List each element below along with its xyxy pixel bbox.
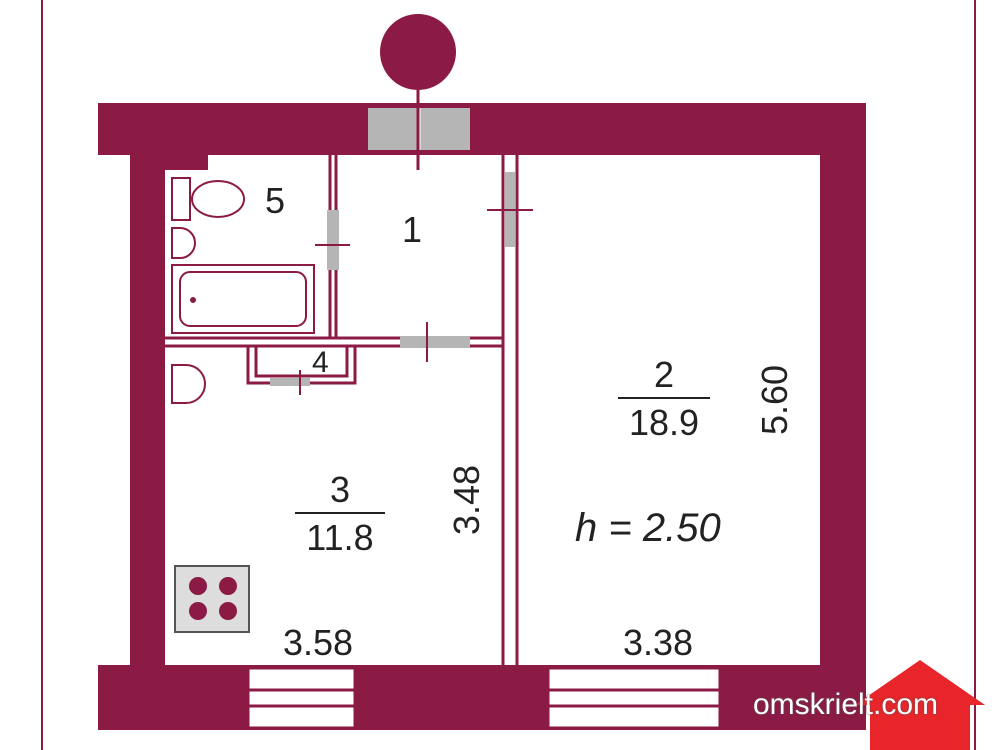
ceiling-height: h = 2.50 bbox=[575, 506, 721, 550]
exterior-walls bbox=[98, 103, 866, 730]
brand-logo-icon bbox=[855, 660, 985, 750]
room-2-label: 2 18.9 bbox=[618, 357, 710, 441]
dimension-room3-width: 3.58 bbox=[283, 622, 354, 663]
stove-icon bbox=[174, 565, 250, 633]
dimension-room3-length: 3.48 bbox=[446, 464, 488, 536]
sink-icon bbox=[171, 227, 196, 259]
dimension-room2-width: 3.38 bbox=[623, 622, 694, 663]
door-marks bbox=[299, 209, 533, 395]
room-1-label: 1 bbox=[402, 209, 423, 250]
room-3-area: 11.8 bbox=[306, 517, 374, 558]
bottom-windows bbox=[246, 666, 722, 730]
brand-watermark: omskrielt.com bbox=[753, 688, 939, 721]
riser-symbol bbox=[380, 14, 456, 170]
room-5-label: 5 bbox=[265, 180, 286, 221]
room-2-area: 18.9 bbox=[628, 402, 700, 443]
room-2-number: 2 bbox=[653, 354, 675, 395]
fixtures bbox=[171, 177, 315, 633]
toilet-icon bbox=[171, 177, 245, 221]
bathtub-icon bbox=[171, 264, 315, 334]
dimension-room2-length: 5.60 bbox=[754, 364, 796, 436]
room-4-label: 4 bbox=[312, 346, 329, 379]
room-3-label: 3 11.8 bbox=[295, 472, 385, 556]
room-3-number: 3 bbox=[329, 469, 351, 510]
frame-lines bbox=[41, 0, 976, 750]
kitchen-sink-icon bbox=[171, 364, 206, 404]
